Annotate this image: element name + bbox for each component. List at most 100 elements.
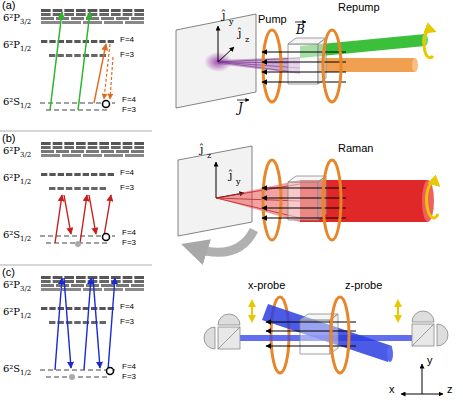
axis-label: y: [427, 355, 433, 366]
sublevel-row: [41, 9, 144, 12]
probe-scene-part: [397, 303, 399, 319]
transitions-b-part: [75, 241, 81, 247]
sublevel-bar: [83, 288, 102, 291]
sublevel-bar: [64, 142, 74, 145]
transitions-b-part: [89, 195, 96, 234]
raman-scene-part: [263, 160, 281, 240]
sublevel-row: [41, 288, 144, 291]
raman-scene-part: [262, 197, 346, 198]
sublevel-bar: [64, 13, 74, 16]
raman-scene-part: [427, 182, 438, 218]
hyperfine-label: F=3: [122, 373, 136, 381]
sublevel-bar: [99, 13, 109, 16]
vector-symbol: J: [238, 102, 243, 114]
sublevel-bar: [62, 154, 81, 157]
level-name: 6²P: [3, 173, 20, 183]
beam-label: Repump: [338, 2, 380, 13]
sublevel-bar: [58, 307, 64, 310]
raman-scene-part: [323, 160, 341, 240]
sublevel-bar: [71, 17, 84, 20]
probe-scene-part: [401, 394, 422, 395]
level-name: 6²S: [3, 364, 20, 374]
transitions-b-part: [104, 195, 111, 236]
sublevel-bar: [64, 276, 74, 279]
sublevel-bar: [57, 187, 63, 190]
sublevel-bar: [134, 146, 144, 149]
transitions-c-part: [107, 368, 114, 375]
hyperfine-label: F=4: [122, 229, 136, 237]
sublevel-bar: [64, 146, 74, 149]
probe-scene-part: [266, 321, 356, 322]
sublevel-bar: [125, 21, 144, 24]
pump-scene-part: [263, 30, 281, 102]
sublevel-bar: [91, 187, 97, 190]
sublevel-bar: [76, 13, 86, 16]
level-subscript: 1/2: [20, 179, 31, 186]
sublevel-bar: [53, 146, 63, 149]
transitions-a-part: [104, 44, 110, 99]
level-name: 6²P: [3, 307, 20, 317]
sublevel-row: [41, 173, 114, 176]
beam-label: Raman: [338, 143, 373, 154]
hyperfine-label: F=4: [122, 96, 136, 104]
sublevel-bar: [86, 150, 99, 153]
probe-scene-part: [422, 364, 423, 394]
sublevel-bar: [41, 146, 51, 149]
sublevel-row: [41, 146, 144, 149]
probe-scene-part: [412, 324, 434, 346]
sublevel-bar: [64, 9, 74, 12]
sublevel-bar: [111, 142, 121, 145]
hyperfine-label: F=4: [120, 303, 134, 311]
sublevel-bar: [111, 13, 121, 16]
sublevel-bar: [88, 146, 98, 149]
sublevel-row: [41, 17, 144, 20]
level-subscript: 3/2: [20, 286, 31, 293]
raman-scene-part: [262, 187, 346, 188]
pump-scene-part: [412, 58, 418, 72]
hyperfine-label: F=4: [120, 169, 134, 177]
sublevel-row: [41, 284, 144, 287]
sublevel-bar: [91, 54, 97, 57]
sublevel-bar: [76, 276, 86, 279]
axis-subscript: y: [236, 178, 241, 186]
sublevel-bar: [58, 173, 64, 176]
sublevel-bar: [56, 150, 69, 153]
level-name: 6²P: [3, 146, 20, 156]
transitions-c-part: [108, 278, 115, 370]
pump-scene-part: [262, 51, 346, 52]
pump-scene-part: [262, 61, 346, 62]
sublevel-bar: [41, 40, 47, 43]
sublevel-bar: [57, 54, 63, 57]
sublevel-bar: [41, 284, 54, 287]
sublevel-bar: [64, 280, 74, 283]
level-name: 6²P: [3, 13, 20, 23]
sublevel-bar: [100, 321, 106, 324]
sublevel-bar: [123, 276, 133, 279]
panel-separator-part: [0, 131, 152, 132]
sublevel-bar: [116, 17, 129, 20]
sublevel-bar: [134, 276, 144, 279]
pump-scene-part: [424, 30, 433, 58]
transitions-c-part: [93, 278, 100, 368]
sublevel-bar: [41, 280, 51, 283]
sublevel-bar: [49, 321, 55, 324]
probe-scene-part: [218, 327, 240, 349]
sublevel-row: [41, 150, 144, 153]
sublevel-bar: [41, 21, 60, 24]
sublevel-bar: [83, 154, 102, 157]
sublevel-bar: [91, 173, 97, 176]
sublevel-bar: [41, 150, 54, 153]
pump-scene-part: [288, 44, 318, 84]
panel-tag: (b): [2, 133, 15, 144]
sublevel-bar: [101, 150, 114, 153]
probe-scene-part: [218, 314, 240, 325]
sublevel-bar: [131, 17, 144, 20]
sublevel-bar: [41, 288, 60, 291]
level-subscript: 1/2: [20, 313, 31, 320]
ground-level: [46, 376, 109, 377]
probe-scene-part: [437, 324, 448, 346]
sublevel-bar: [74, 321, 80, 324]
